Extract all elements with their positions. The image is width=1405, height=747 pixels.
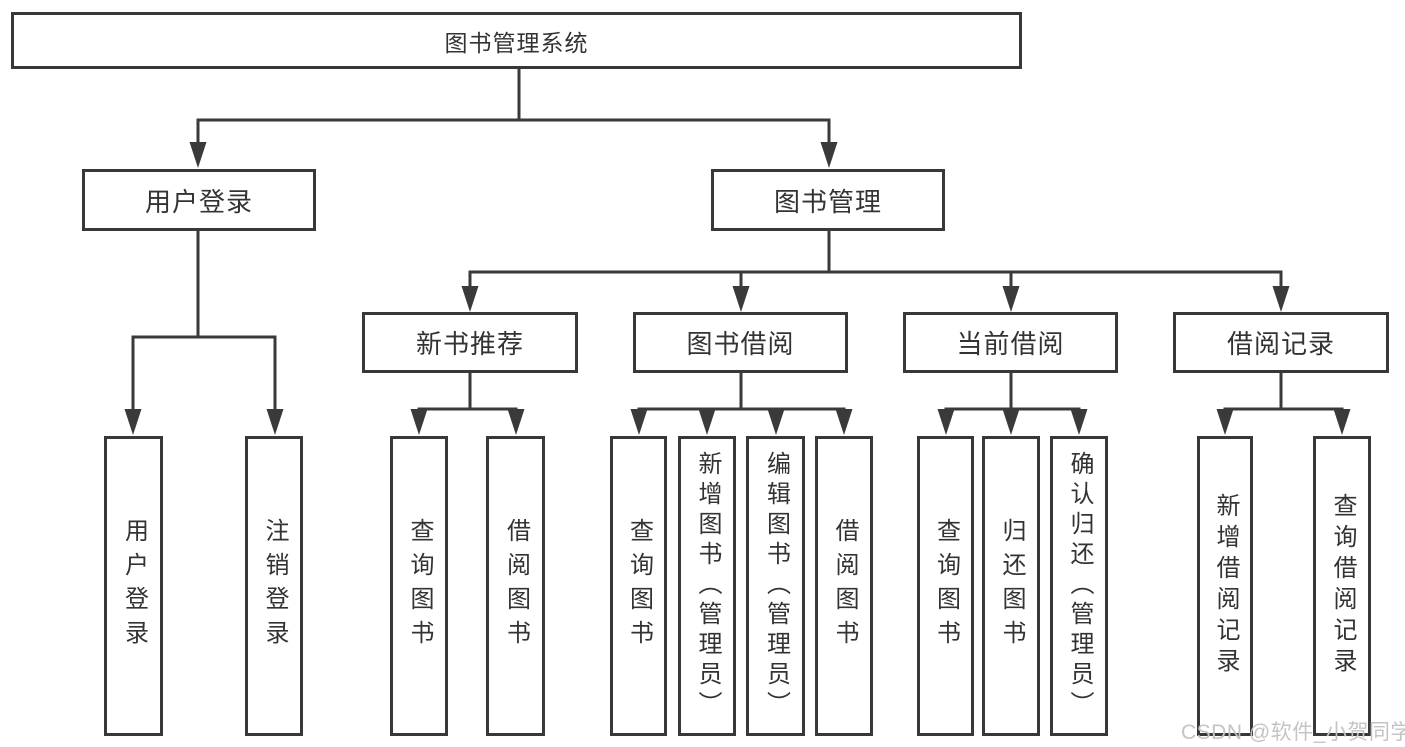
leaf-query-borrow-record: 查询借阅记录 xyxy=(1313,436,1371,736)
leaf-label: 注销登录 xyxy=(261,518,288,654)
leaf-label: 查询借阅记录 xyxy=(1329,493,1356,679)
leaf-label: 归还图书 xyxy=(998,518,1025,654)
node-label: 图书借阅 xyxy=(686,329,795,359)
leaf-query-books-current: 查询图书 xyxy=(917,436,974,736)
leaf-label: 确认归还（管理员） xyxy=(1066,451,1093,721)
leaf-borrow-books: 借阅图书 xyxy=(815,436,873,736)
arrowheads xyxy=(124,142,1351,435)
node-label: 图书管理 xyxy=(773,186,882,217)
node-new-book-recommend: 新书推荐 xyxy=(362,312,578,373)
node-user-login: 用户登录 xyxy=(82,169,316,231)
leaf-label: 查询图书 xyxy=(932,518,960,654)
node-current-borrowing: 当前借阅 xyxy=(903,312,1118,373)
csdn-watermark: CSDN @软件_小贺同学 xyxy=(1181,721,1405,744)
node-label: 当前借阅 xyxy=(956,329,1065,359)
leaf-borrow-books-recommend: 借阅图书 xyxy=(486,436,545,736)
leaf-label: 借阅图书 xyxy=(831,518,858,654)
leaf-add-book-admin: 新增图书（管理员） xyxy=(678,436,736,736)
leaf-edit-book-admin: 编辑图书（管理员） xyxy=(746,436,805,736)
leaf-return-books: 归还图书 xyxy=(982,436,1040,736)
leaf-label: 用户登录 xyxy=(120,518,148,654)
node-label: 新书推荐 xyxy=(415,329,524,359)
node-label: 用户登录 xyxy=(144,186,253,217)
leaf-query-books-borrow: 查询图书 xyxy=(610,436,667,736)
leaf-confirm-return-admin: 确认归还（管理员） xyxy=(1050,436,1108,736)
node-book-borrowing: 图书借阅 xyxy=(633,312,848,373)
leaf-label: 编辑图书（管理员） xyxy=(762,451,790,721)
node-label: 借阅记录 xyxy=(1226,329,1335,359)
leaf-user-login: 用户登录 xyxy=(104,436,163,736)
leaf-query-books-recommend: 查询图书 xyxy=(390,436,448,736)
leaf-add-borrow-record: 新增借阅记录 xyxy=(1197,436,1253,736)
node-library-management-system: 图书管理系统 xyxy=(11,12,1022,69)
leaf-label: 查询图书 xyxy=(625,518,653,654)
leaf-logout: 注销登录 xyxy=(245,436,303,736)
node-borrowing-records: 借阅记录 xyxy=(1173,312,1389,373)
node-label: 图书管理系统 xyxy=(444,29,589,56)
leaf-label: 查询图书 xyxy=(406,518,433,654)
node-book-management: 图书管理 xyxy=(711,169,945,231)
leaf-label: 借阅图书 xyxy=(502,518,530,654)
leaf-label: 新增图书（管理员） xyxy=(694,451,721,721)
leaf-label: 新增借阅记录 xyxy=(1212,493,1239,679)
